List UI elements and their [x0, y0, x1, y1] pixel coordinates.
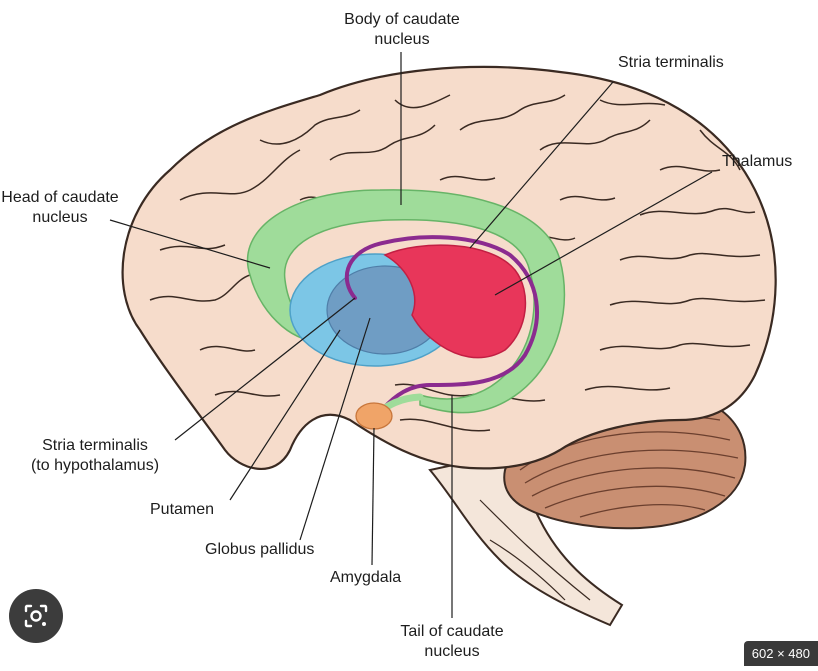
label-thalamus: Thalamus — [722, 153, 793, 170]
visual-search-icon — [24, 604, 48, 628]
label-tail-caudate-line2: nucleus — [424, 643, 480, 660]
label-body-caudate-line2: nucleus — [374, 31, 430, 48]
stria-terminalis-path — [344, 235, 539, 412]
caudate-nucleus — [246, 189, 566, 414]
label-stria-hypo-line1: Stria terminalis — [42, 437, 148, 454]
label-stria-terminalis-hypothalamus: Stria terminalis (to hypothalamus) — [10, 436, 180, 476]
label-stria-hypo-line2: (to hypothalamus) — [30, 457, 160, 474]
label-head-caudate-line1: Head of caudate — [1, 189, 119, 206]
image-size-badge: 602 × 480 — [743, 641, 818, 666]
label-tail-of-caudate-nucleus: Tail of caudate nucleus — [372, 622, 532, 662]
label-globus-pallidus: Globus pallidus — [205, 541, 315, 558]
amygdala — [355, 402, 393, 430]
label-body-caudate-line1: Body of caudate — [344, 11, 460, 28]
label-stria-terminalis-top: Stria terminalis — [618, 54, 724, 71]
label-body-of-caudate-nucleus: Body of caudate nucleus — [322, 10, 482, 50]
label-head-of-caudate-nucleus: Head of caudate nucleus — [0, 188, 140, 228]
label-amygdala: Amygdala — [330, 569, 402, 586]
leader-lines — [109, 52, 713, 618]
label-tail-caudate-line1: Tail of caudate — [400, 623, 504, 640]
visual-search-button[interactable] — [9, 589, 63, 643]
gyri-lines — [149, 94, 766, 432]
label-head-caudate-line2: nucleus — [32, 209, 88, 226]
thalamus — [383, 244, 527, 359]
label-putamen: Putamen — [150, 501, 215, 518]
